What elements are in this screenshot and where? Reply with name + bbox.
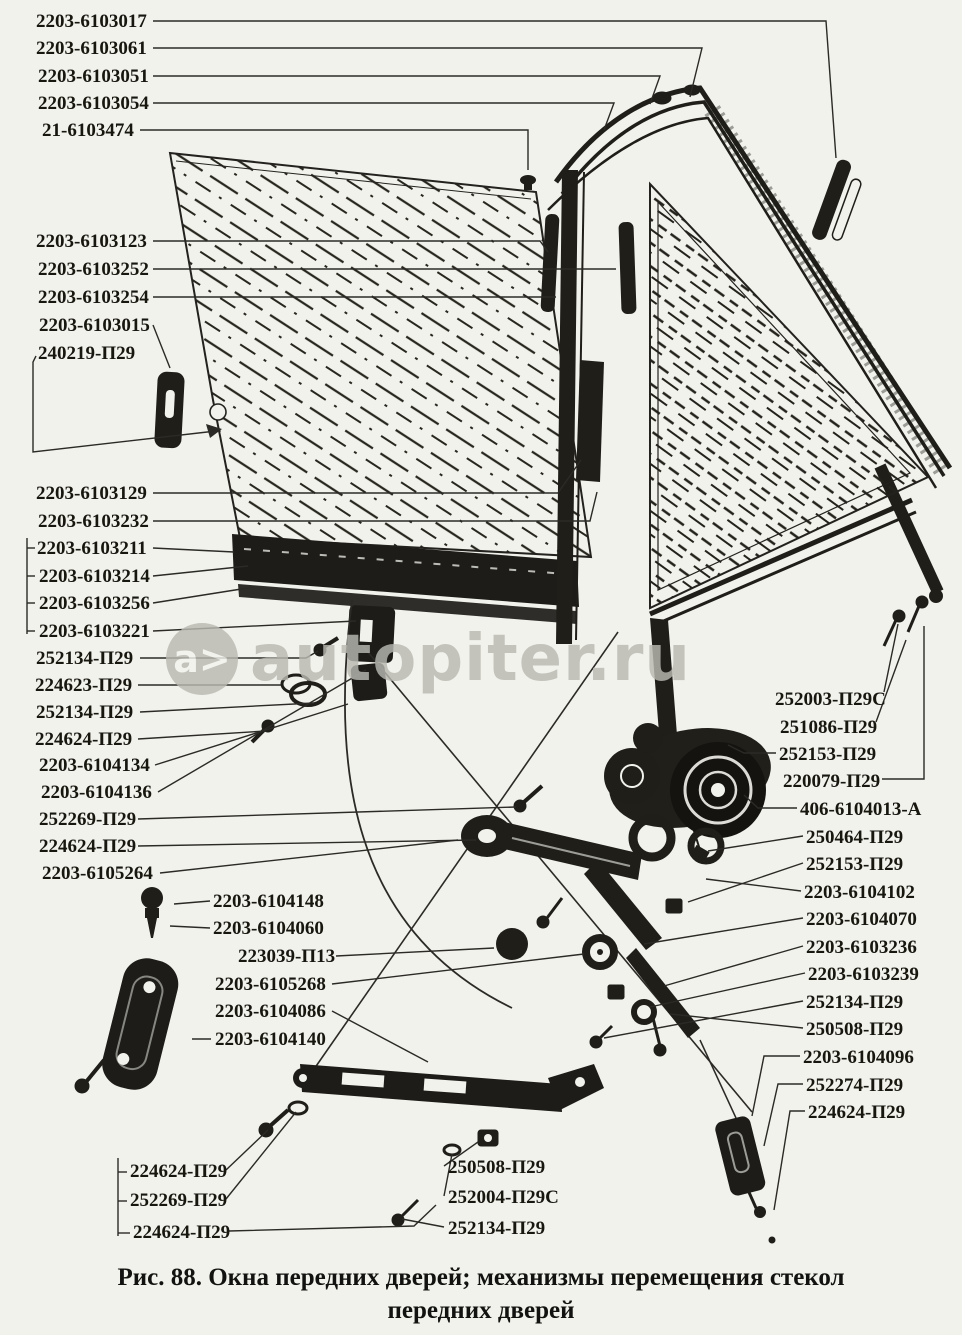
- leader-line: [687, 862, 804, 903]
- leader-line: [159, 839, 459, 874]
- door-handle: [102, 958, 179, 1090]
- leader-line: [152, 620, 357, 632]
- leader-line: [169, 925, 211, 929]
- leader-line: [137, 806, 517, 820]
- leader-line: [152, 547, 235, 553]
- figure-caption: Рис. 88. Окна передних дверей; механизмы…: [0, 1262, 962, 1327]
- leader-line: [705, 878, 802, 892]
- caption-line1: Рис. 88. Окна передних дверей; механизмы…: [117, 1264, 845, 1291]
- leader-line: [140, 650, 319, 659]
- leader-line: [153, 491, 598, 522]
- seal-strip: [812, 159, 862, 241]
- leader-line: [157, 669, 367, 793]
- leader-line: [401, 1218, 445, 1228]
- leader-line: [153, 240, 549, 253]
- leader-line: [663, 945, 804, 987]
- leader-line: [883, 623, 899, 693]
- leader-line: [152, 565, 249, 577]
- leader-line: [443, 1141, 479, 1167]
- caption-line2: передних дверей: [387, 1296, 575, 1324]
- leader-line: [727, 744, 776, 754]
- glass-guide-piece: [154, 371, 185, 449]
- leader-line: [153, 459, 582, 494]
- lift-arm: [461, 815, 700, 1038]
- leader-lines: [32, 20, 925, 1232]
- leader-line: [152, 324, 171, 369]
- leader-line: [603, 1000, 804, 1039]
- stop-block: [715, 1116, 776, 1244]
- leader-line: [773, 1110, 805, 1211]
- leader-line: [154, 703, 349, 766]
- leader-line: [137, 730, 267, 740]
- leader-line: [649, 972, 806, 1008]
- leader-line: [153, 47, 703, 98]
- leader-line: [331, 953, 585, 985]
- leader-line: [331, 1010, 429, 1063]
- leader-line: [763, 1083, 803, 1147]
- leader-line: [153, 75, 661, 105]
- leader-line: [32, 355, 217, 453]
- leader-line: [643, 917, 804, 945]
- leader-line: [225, 1129, 269, 1171]
- lower-channel-bracket: [293, 1064, 604, 1112]
- leader-line: [335, 947, 495, 957]
- label-brackets: [26, 424, 222, 1236]
- glass-lift-rail: [232, 534, 579, 702]
- leader-line: [751, 1055, 800, 1117]
- front-door-glass: [168, 151, 593, 559]
- leader-line: [140, 129, 529, 170]
- leader-line: [153, 20, 837, 159]
- leader-line: [139, 702, 315, 713]
- leader-line: [225, 1111, 297, 1200]
- leader-line: [173, 900, 211, 905]
- leader-line: [153, 102, 616, 131]
- center-division-channel: [520, 170, 637, 644]
- leader-line: [875, 639, 907, 723]
- leader-line: [228, 1204, 437, 1232]
- leader-line: [152, 586, 255, 604]
- fasteners: [74, 595, 929, 1227]
- leader-line: [443, 1153, 453, 1197]
- leader-line: [669, 1013, 804, 1029]
- vent-window-glass: [649, 181, 930, 851]
- leader-line: [707, 835, 804, 852]
- handle-knob: [141, 887, 163, 938]
- leader-line: [882, 626, 925, 780]
- leader-line: [137, 839, 477, 847]
- window-regulator: [496, 723, 771, 960]
- leader-line: [743, 794, 797, 809]
